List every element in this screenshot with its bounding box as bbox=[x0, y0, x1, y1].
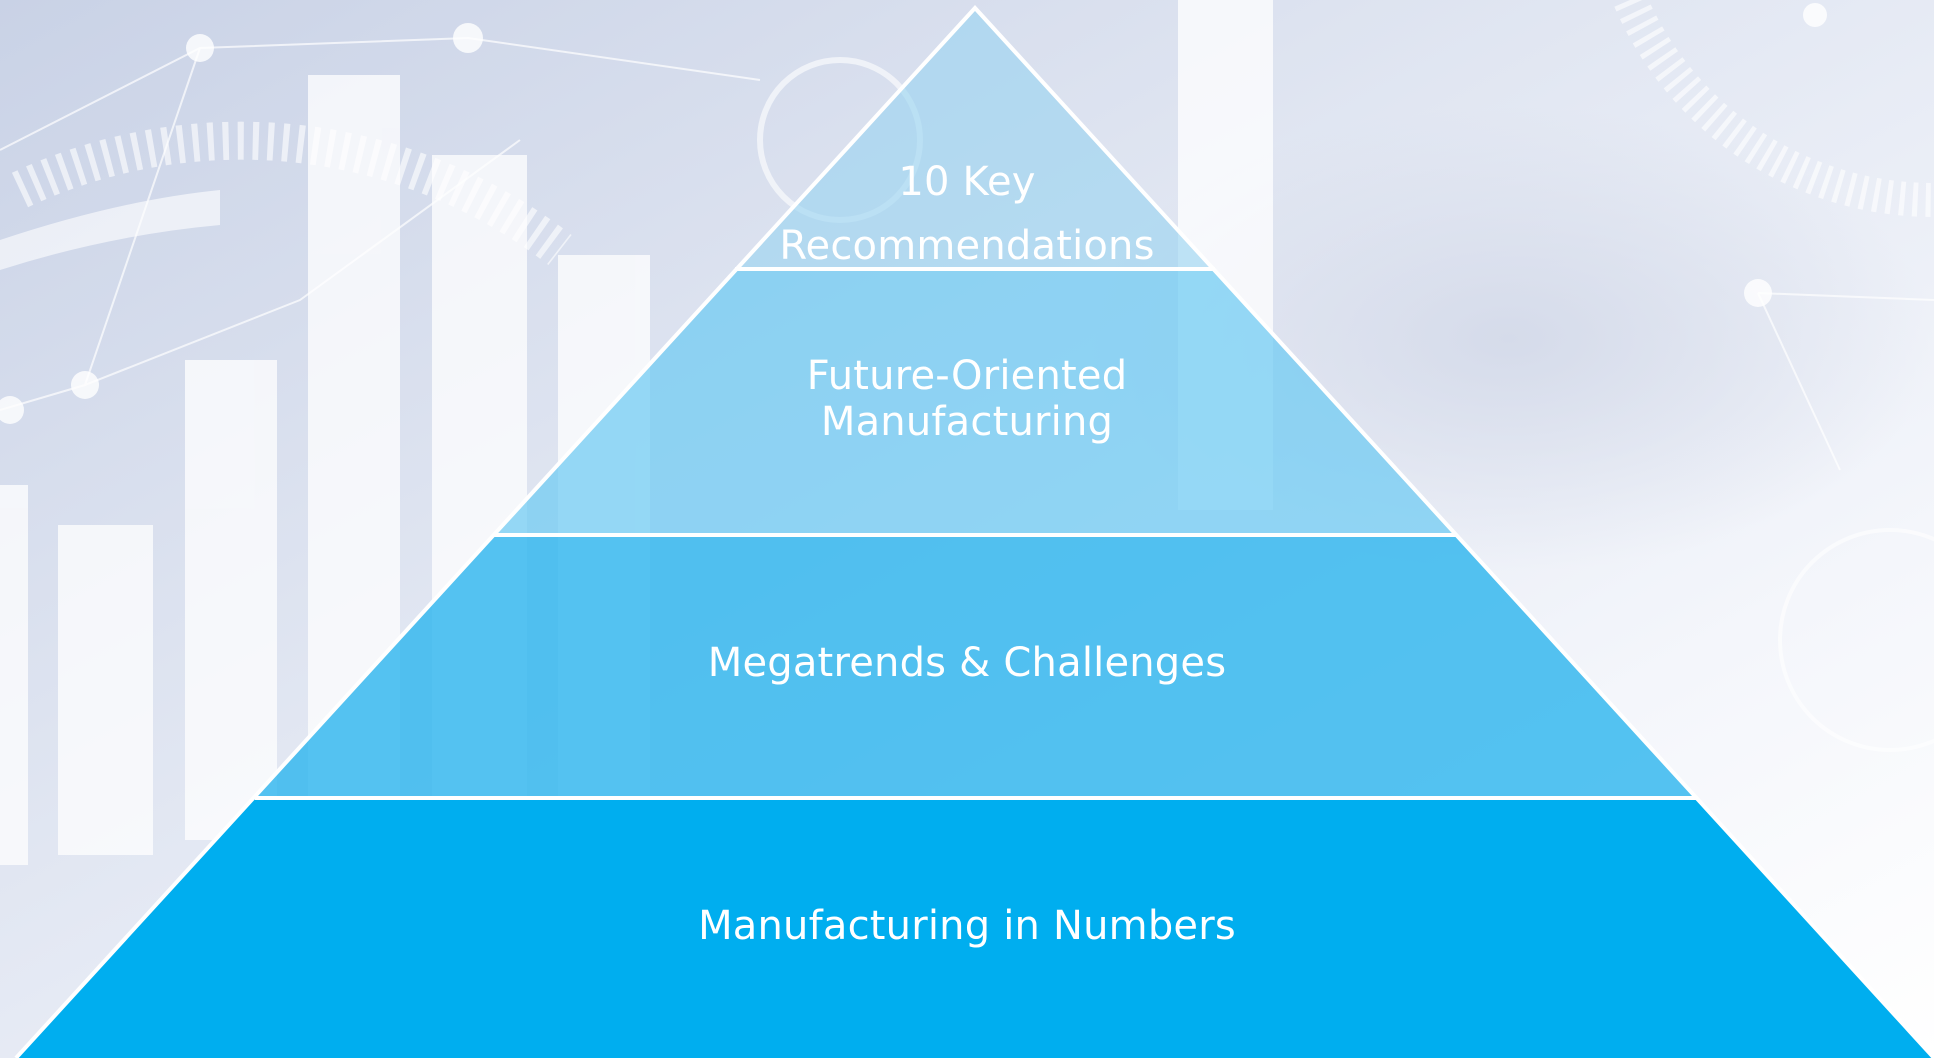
tier-3-line-1: Megatrends & Challenges bbox=[707, 640, 1227, 686]
pyramid-tier-3 bbox=[255, 535, 1696, 798]
pyramid-outline bbox=[14, 5, 1934, 1058]
pyramid-tier-1 bbox=[735, 8, 1215, 269]
tier-1-line-2: Recommendations bbox=[779, 223, 1155, 269]
tier-4-line-1: Manufacturing in Numbers bbox=[698, 903, 1236, 949]
tier-1-line-1: 10 Key bbox=[898, 159, 1036, 205]
pyramid-tier-2 bbox=[493, 269, 1457, 535]
tier-label-1: 10 Key Recommendations bbox=[0, 150, 1934, 278]
tier-2-line-1: Future-Oriented bbox=[806, 353, 1128, 399]
tier-2-line-2: Manufacturing bbox=[820, 399, 1114, 445]
pyramid-tier-4 bbox=[16, 798, 1934, 1058]
tier-label-2: Future-Oriented Manufacturing bbox=[0, 353, 1934, 445]
tier-label-3: Megatrends & Challenges bbox=[0, 640, 1934, 686]
tier-label-4: Manufacturing in Numbers bbox=[0, 903, 1934, 949]
